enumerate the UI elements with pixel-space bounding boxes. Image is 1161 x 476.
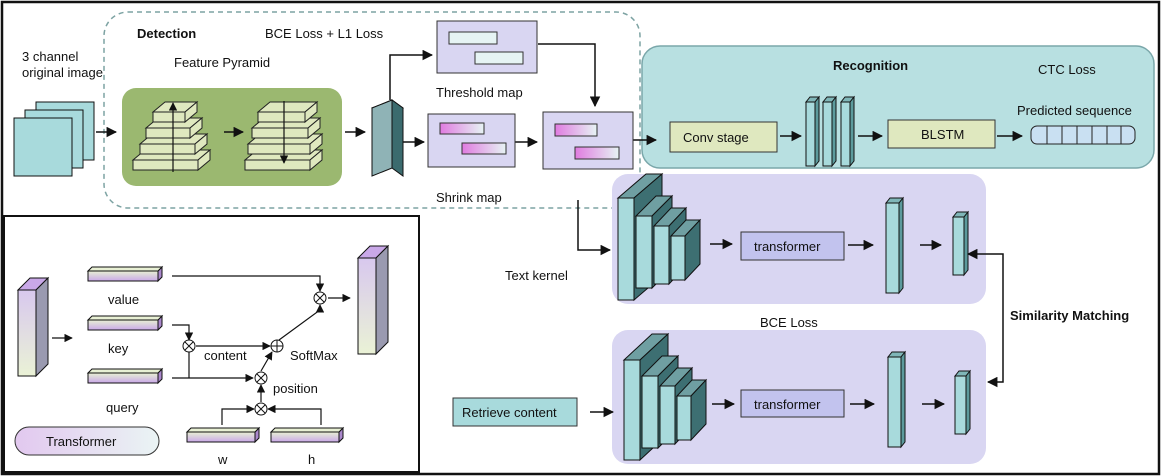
w-label: w xyxy=(217,452,228,467)
input-label-line1: 3 channel xyxy=(22,49,78,64)
key-label: key xyxy=(108,341,129,356)
similarity-matching-label: Similarity Matching xyxy=(1010,308,1129,323)
op-add-softmax xyxy=(270,339,284,353)
op-multiply-wh xyxy=(254,402,268,416)
transformer-output-slab xyxy=(356,244,390,356)
pyramid-down xyxy=(243,100,324,172)
h-label: h xyxy=(308,452,315,467)
transformer-legend-pill xyxy=(14,426,160,456)
pyramid-up xyxy=(131,100,212,172)
query-label: query xyxy=(106,400,139,415)
op-multiply-position xyxy=(254,371,268,385)
detection-loss: BCE Loss + L1 Loss xyxy=(265,26,384,41)
feature-slab xyxy=(370,99,405,177)
transformer-arrows xyxy=(52,275,351,425)
transformer-legend-label: Transformer xyxy=(46,434,117,449)
op-multiply-value xyxy=(313,291,327,305)
text-kernel-label: Text kernel xyxy=(505,268,568,283)
blstm-label: BLSTM xyxy=(921,127,964,142)
predicted-sequence-cells xyxy=(1030,125,1136,145)
transformer-top-box xyxy=(740,231,845,261)
cnn-stack-top xyxy=(616,172,702,302)
transformer-top-label: transformer xyxy=(754,239,821,254)
qkv-bars xyxy=(86,265,345,444)
shrink-bar-2 xyxy=(461,142,507,155)
threshold-bar-2 xyxy=(474,51,524,65)
bce-loss-label: BCE Loss xyxy=(760,315,818,330)
blstm-box xyxy=(887,119,996,149)
combined-bar-1 xyxy=(554,123,598,137)
predicted-sequence-label: Predicted sequence xyxy=(1017,103,1132,118)
combined-map-box xyxy=(542,111,634,170)
matching-bottom-arrows xyxy=(590,248,1004,418)
conv-stage-box xyxy=(669,121,778,153)
op-multiply-content xyxy=(182,339,196,353)
retrieve-content-label: Retrieve content xyxy=(462,405,557,420)
conv-stage-label: Conv stage xyxy=(683,130,749,145)
transformer-bottom-box xyxy=(740,389,845,418)
content-label: content xyxy=(204,348,247,363)
combined-bar-2 xyxy=(574,146,620,160)
shrink-map-label: Shrink map xyxy=(436,190,502,205)
recognition-feature-slabs xyxy=(804,95,856,168)
threshold-map-label: Threshold map xyxy=(436,85,523,100)
detection-title: Detection xyxy=(137,26,196,41)
threshold-map-box xyxy=(436,20,538,74)
input-image-stack xyxy=(13,101,95,177)
shrink-bar-1 xyxy=(439,122,485,135)
transformer-detail-frame xyxy=(3,215,420,473)
feature-pyramid-label: Feature Pyramid xyxy=(174,55,270,70)
ctc-loss-label: CTC Loss xyxy=(1038,62,1096,77)
shrink-map-box xyxy=(427,113,516,168)
detection-arrows xyxy=(96,43,658,256)
value-label: value xyxy=(108,292,139,307)
cnn-stack-bottom xyxy=(622,332,708,462)
transformer-bottom-label: transformer xyxy=(754,397,821,412)
bottom-output-slabs xyxy=(886,350,972,449)
top-output-slabs xyxy=(884,196,970,295)
threshold-bar-1 xyxy=(448,31,498,45)
position-label: position xyxy=(273,381,318,396)
retrieve-content-box xyxy=(452,397,578,427)
input-label-line2: original image xyxy=(22,65,103,80)
detection-region xyxy=(103,11,641,209)
transformer-input-slab xyxy=(16,276,50,378)
matching-top-arrows xyxy=(710,238,943,251)
recognition-title: Recognition xyxy=(833,58,908,73)
softmax-label: SoftMax xyxy=(290,348,338,363)
